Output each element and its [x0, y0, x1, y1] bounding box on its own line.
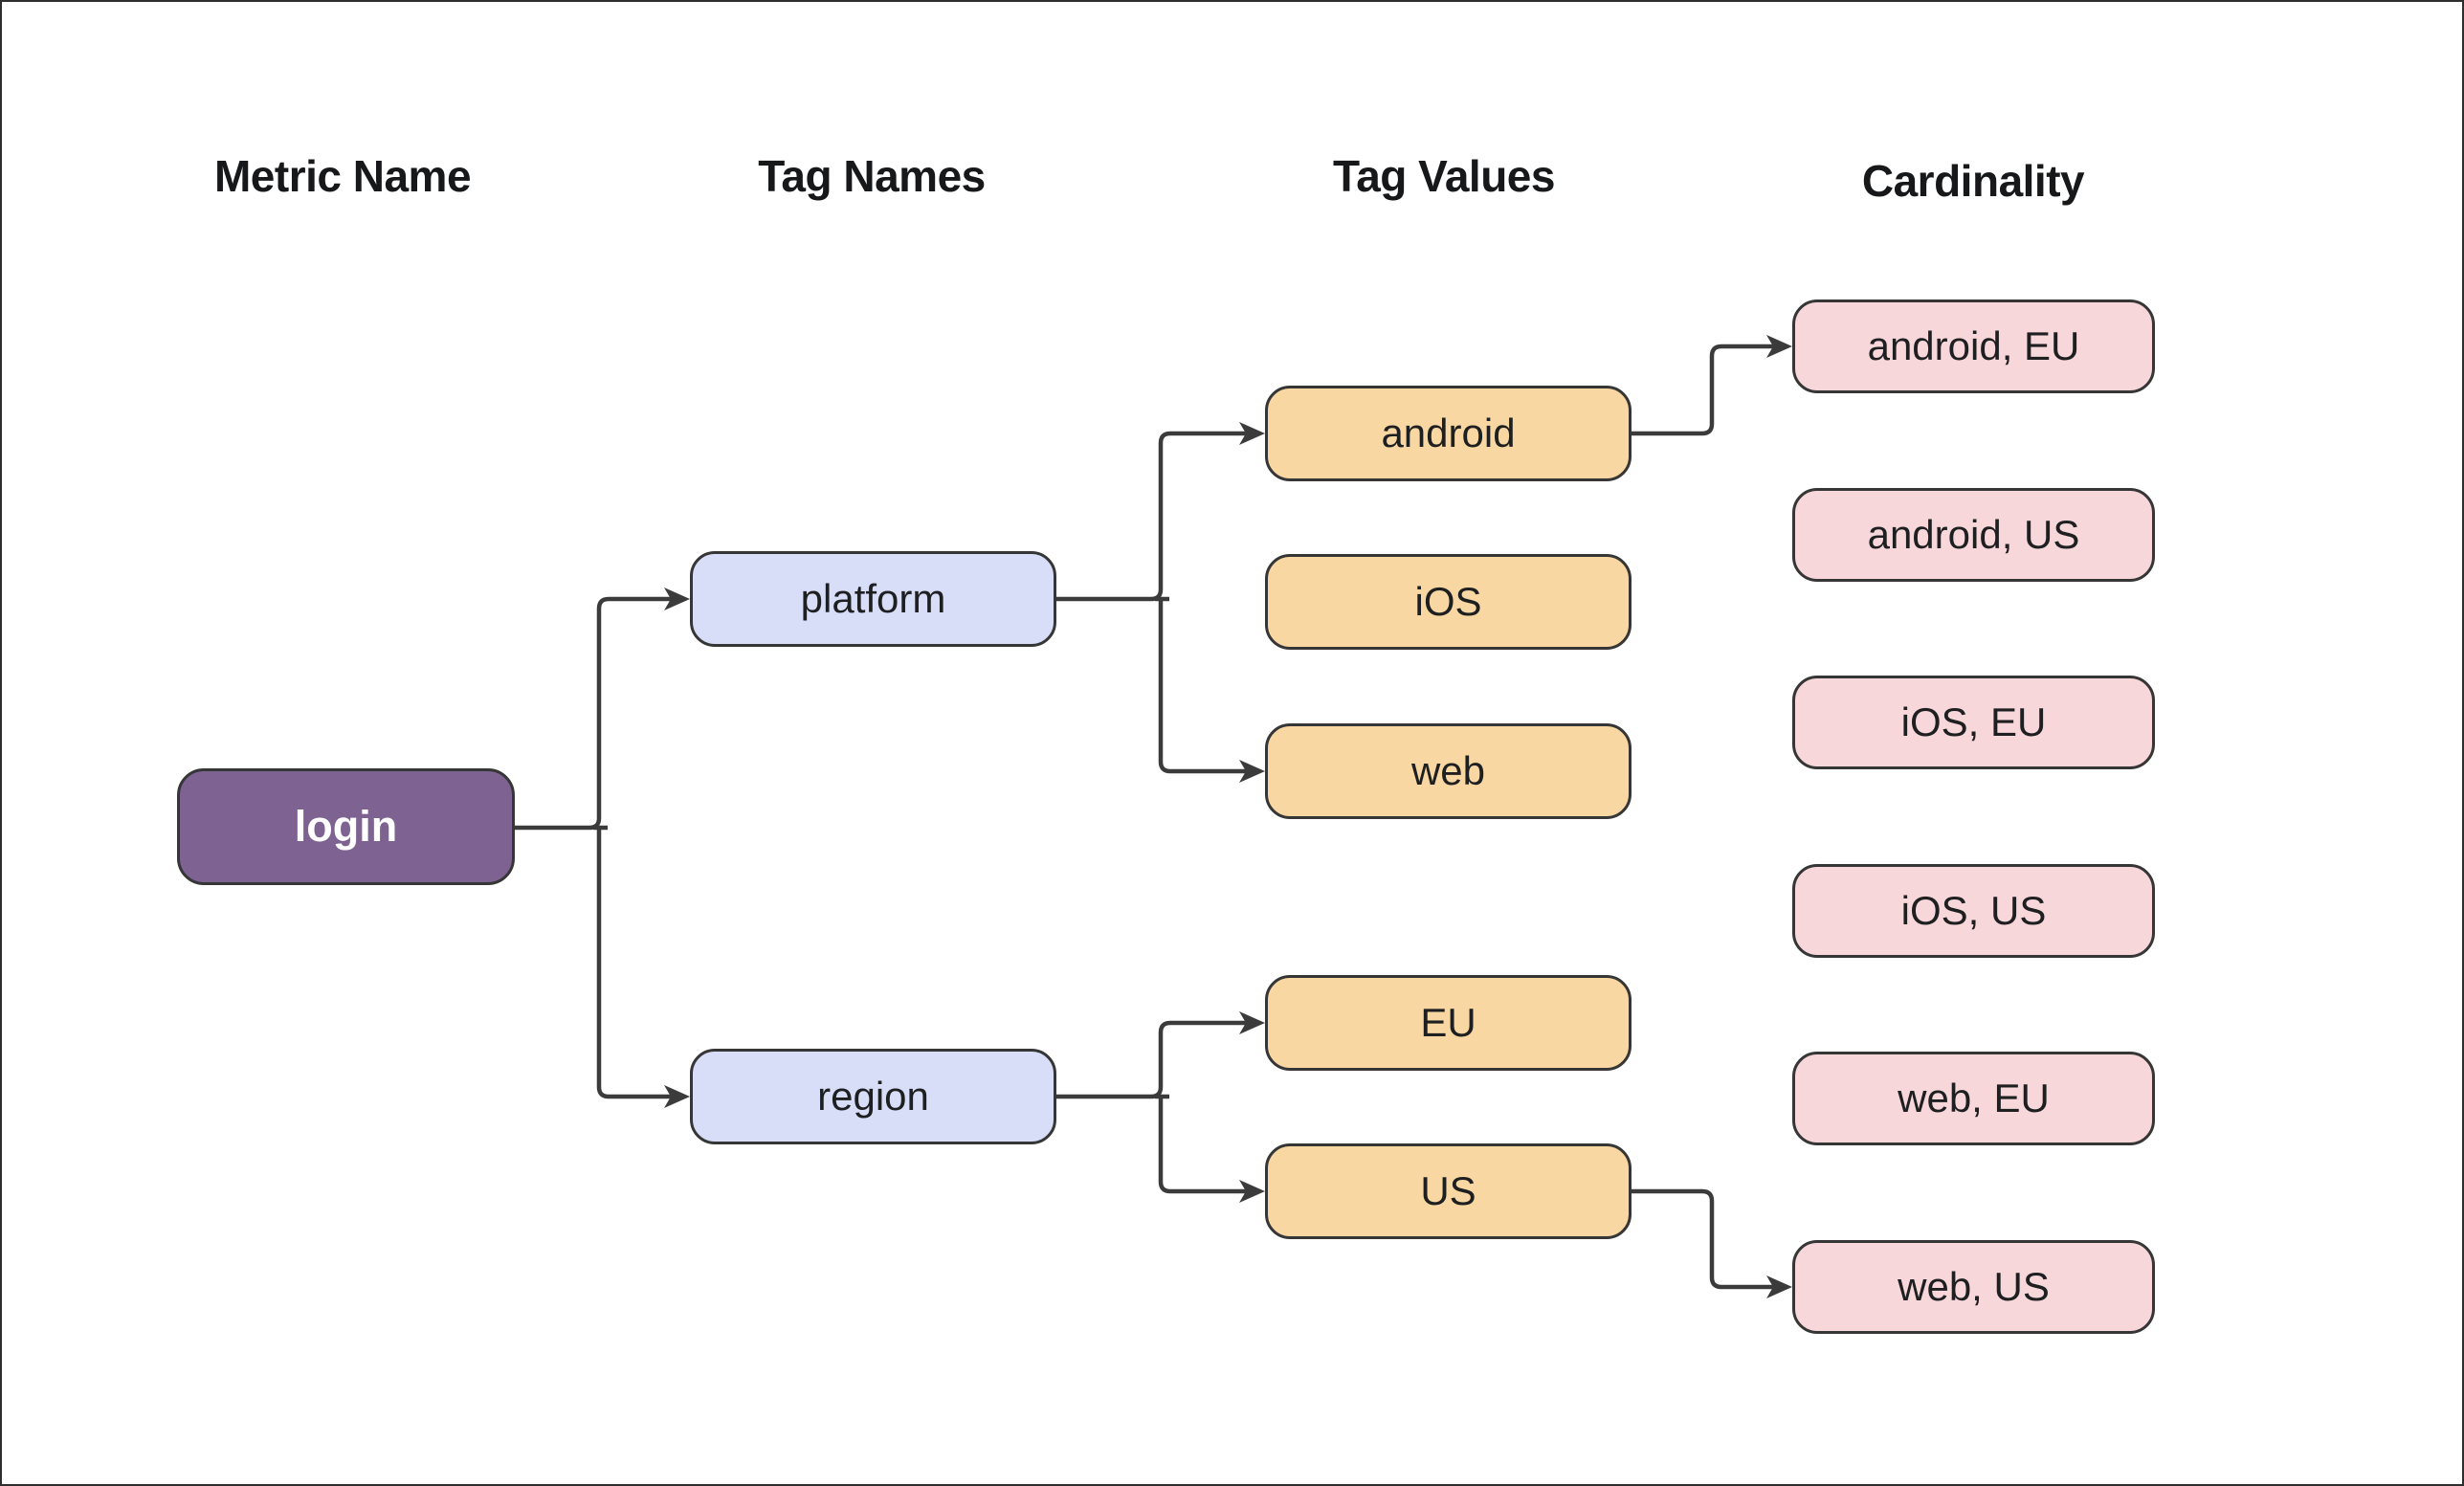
- edge-platform-web: [1155, 596, 1265, 783]
- node-android: android: [1265, 386, 1632, 481]
- arrowhead-android: [1239, 422, 1265, 445]
- arrowhead-eu: [1239, 1011, 1265, 1034]
- edge-login-region: [593, 825, 690, 1108]
- node-ios-label: iOS: [1414, 579, 1482, 624]
- column-header-cardinality: Cardinality: [1861, 156, 2085, 206]
- node-ios-us-label: iOS, US: [1900, 888, 2047, 933]
- node-login: login: [177, 768, 515, 885]
- node-ios: iOS: [1265, 554, 1632, 650]
- node-region-label: region: [817, 1074, 929, 1119]
- node-eu: EU: [1265, 975, 1632, 1071]
- column-header-metric-name: Metric Name: [213, 151, 472, 201]
- node-web-label: web: [1410, 748, 1486, 793]
- node-ios-eu-label: iOS, EU: [1900, 699, 2047, 744]
- node-web: web: [1265, 723, 1632, 819]
- node-region: region: [690, 1049, 1056, 1144]
- node-web-us: web, US: [1792, 1240, 2155, 1334]
- arrowhead-platform: [664, 588, 690, 610]
- node-ios-eu: iOS, EU: [1792, 676, 2155, 769]
- edge-region-us: [1155, 1094, 1265, 1203]
- arrowhead-web: [1239, 760, 1265, 783]
- edge-region-eu: [1056, 1011, 1265, 1099]
- arrowhead-web-us: [1766, 1275, 1792, 1298]
- edge-us-web-us: [1632, 1188, 1792, 1298]
- arrowhead-region: [664, 1085, 690, 1108]
- column-header-tag-names: Tag Names: [758, 151, 986, 201]
- node-web-eu-label: web, EU: [1898, 1076, 2050, 1120]
- column-header-tag-values: Tag Values: [1333, 151, 1555, 201]
- node-eu-label: EU: [1420, 1000, 1476, 1045]
- node-platform-label: platform: [800, 576, 946, 621]
- edge-login-platform: [515, 588, 690, 831]
- node-web-us-label: web, US: [1898, 1264, 2050, 1309]
- node-platform: platform: [690, 551, 1056, 647]
- node-android-us-label: android, US: [1867, 512, 2080, 557]
- node-android-eu: android, EU: [1792, 299, 2155, 393]
- node-login-label: login: [294, 802, 398, 851]
- node-android-us: android, US: [1792, 488, 2155, 582]
- arrowhead-us: [1239, 1180, 1265, 1203]
- node-android-label: android: [1381, 410, 1516, 455]
- node-android-eu-label: android, EU: [1867, 323, 2080, 368]
- edge-android-android-eu: [1632, 335, 1792, 436]
- arrowhead-android-eu: [1766, 335, 1792, 358]
- node-web-eu: web, EU: [1792, 1052, 2155, 1145]
- node-us-label: US: [1420, 1168, 1476, 1213]
- node-us: US: [1265, 1143, 1632, 1239]
- node-ios-us: iOS, US: [1792, 864, 2155, 958]
- edge-platform-android: [1056, 422, 1265, 602]
